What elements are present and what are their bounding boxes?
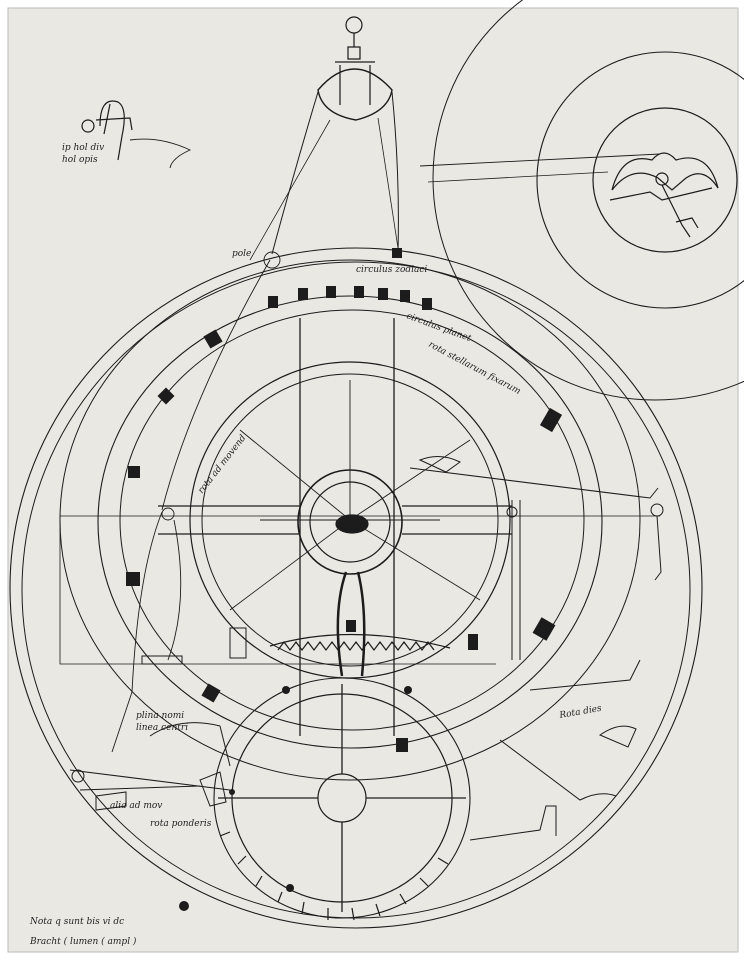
annotation-lower-left-d: rota ponderis — [150, 819, 212, 829]
lower-gear-wheel — [213, 677, 471, 921]
annotation-top-left-1: ip hol div — [62, 143, 104, 153]
annotation-top-left-2: hol opis — [62, 155, 98, 165]
toothed-rack — [269, 633, 451, 651]
annotation-lower-left-c: alia ad mov — [110, 801, 162, 811]
annotation-lower-left-b: linea centri — [136, 723, 188, 733]
annotation-bottom-left-1: Nota q sunt bis vi dc — [29, 917, 124, 927]
annotation-lower-left-a: plina nomi — [136, 711, 184, 721]
annotation-bottom-left-2: Bracht ( lumen ( ampl ) — [29, 936, 137, 947]
secondary-dial-sketch — [419, 0, 744, 401]
inner-wheel-spokes — [229, 380, 481, 611]
suspension-ring — [249, 16, 399, 261]
ring-markers — [126, 248, 563, 911]
paper-background — [7, 7, 739, 953]
annotation-upper-left: pole — [232, 249, 251, 259]
detail-sketch-top-left — [81, 100, 192, 169]
lower-left-mechanism — [69, 627, 247, 811]
left-cords — [111, 251, 281, 753]
annotation-rim-top: circulus zodiaci — [356, 265, 427, 275]
lever-arms — [409, 456, 664, 841]
